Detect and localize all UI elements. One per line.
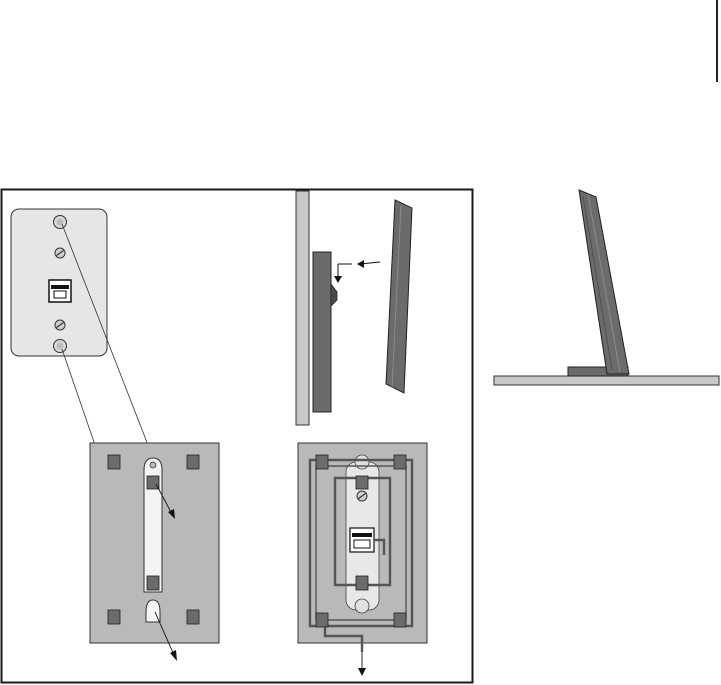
table-stand-side-view (494, 190, 719, 385)
wall-jack-plate (11, 209, 107, 356)
plate-mounting-hole-top (54, 216, 67, 229)
screw-icon (55, 320, 65, 330)
phone-jack-icon (49, 280, 71, 302)
screw-icon (55, 248, 65, 258)
plate-mounting-hole-bottom (54, 340, 67, 353)
screw-icon (357, 491, 367, 501)
table-surface (494, 376, 719, 385)
bracket-front (90, 443, 219, 661)
mounting-hook-icon (150, 462, 156, 468)
phone-jack-icon (350, 528, 374, 552)
bracket-with-cable (298, 443, 427, 676)
